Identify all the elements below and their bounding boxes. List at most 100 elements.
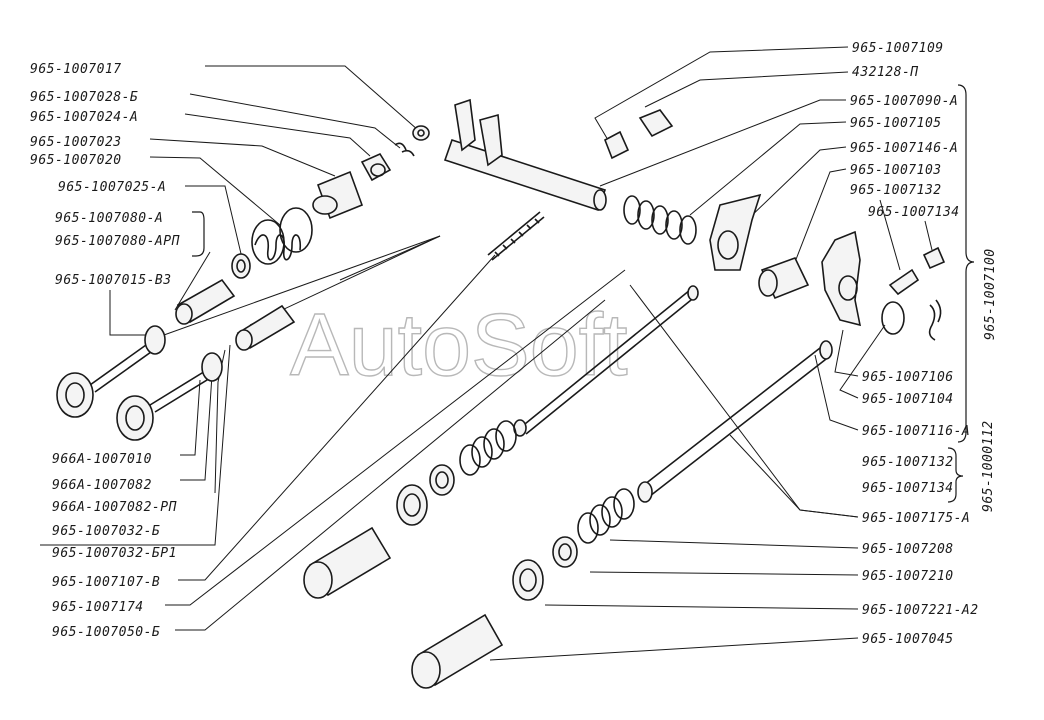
label-965-1007015-v3: 965-1007015-ВЗ: [55, 273, 172, 288]
nut-part: [412, 125, 430, 141]
lower-washer-hole-1: [435, 471, 449, 489]
label-965-1007103: 965-1007103: [850, 163, 942, 178]
label-965-1007105: 965-1007105: [850, 116, 942, 131]
leader-line: [214, 349, 226, 494]
label-965-1007134-top: 965-1007134: [868, 205, 960, 220]
label-965-1007024-a: 965-1007024-А: [30, 110, 138, 125]
valve-guide-end-2: [235, 329, 253, 351]
label-965-1007116-a: 965-1007116-А: [862, 424, 970, 439]
leader-line: [185, 185, 243, 259]
leader-line: [744, 146, 847, 223]
lower-spring-part-1: [459, 420, 517, 476]
label-965-1007028-b: 965-1007028-Б: [30, 90, 138, 105]
brace-965-1000112: [947, 447, 964, 503]
lower-washer-hole-2: [558, 543, 572, 561]
label-965-1007174: 965-1007174: [52, 600, 144, 615]
leader-line: [689, 121, 847, 216]
leader-line: [180, 379, 201, 456]
washer-part: [231, 253, 251, 279]
label-965-1007146-a: 965-1007146-А: [850, 141, 958, 156]
leader-line: [489, 637, 859, 661]
valve-guide-end-1: [175, 303, 193, 325]
rocker-shaft-part: [443, 98, 607, 212]
leader-line: [149, 156, 281, 226]
group-braces: [192, 84, 975, 503]
parts: [56, 98, 946, 689]
valve-part-2: [116, 352, 223, 441]
leader-line: [339, 235, 441, 281]
leader-line: [594, 46, 849, 141]
cotter-part: [394, 142, 415, 157]
spring-clip-part: [928, 299, 942, 341]
label-965-1007175-a: 965-1007175-А: [862, 511, 970, 526]
label-966a-1007082-rp: 966А-1007082-РП: [52, 500, 177, 515]
label-965-1007221-a2: 965-1007221-А2: [862, 603, 979, 618]
leader-line: [924, 220, 933, 251]
brace-1007080: [192, 211, 205, 257]
label-965-1007023: 965-1007023: [30, 135, 122, 150]
label-965-1007132-top: 965-1007132: [850, 183, 942, 198]
leader-line: [729, 434, 859, 518]
label-965-1007090-a: 965-1007090-А: [850, 94, 958, 109]
leader-line: [184, 113, 371, 157]
washer-hole: [236, 259, 246, 273]
leader-line: [589, 571, 859, 576]
leader-line: [174, 251, 211, 311]
lower-spring-part-2: [577, 488, 635, 544]
adjusting-screw-part: [487, 211, 545, 261]
rocker-arm-part-2: [821, 230, 862, 327]
seal-hole-1: [403, 493, 421, 517]
leader-line: [544, 604, 859, 610]
label-965-1007045: 965-1007045: [862, 632, 954, 647]
valve-part-1: [56, 325, 166, 418]
inner-spring-part: [251, 207, 313, 265]
label-965-1007032-b: 965-1007032-Б: [52, 524, 160, 539]
clip-part: [603, 130, 630, 160]
label-965-1007104: 965-1007104: [862, 392, 954, 407]
rocker-arm-bore-1: [717, 230, 739, 260]
adjusting-screw-small-part: [888, 268, 920, 296]
label-965-1007106: 965-1007106: [862, 370, 954, 385]
group-label-965-1007100: 965-1007100: [983, 248, 998, 340]
leader-line: [839, 324, 886, 399]
leader-line: [189, 93, 401, 149]
label-965-1007107-v: 965-1007107-В: [52, 575, 160, 590]
tappet-part-1: [303, 526, 392, 599]
shaft-spring-part: [623, 195, 697, 245]
leader-line: [644, 71, 849, 108]
label-965-1007134-bottom: 965-1007134: [862, 481, 954, 496]
label-966a-1007010: 966А-1007010: [52, 452, 152, 467]
cap-hole: [370, 163, 386, 177]
seal-part-2: [512, 559, 544, 601]
leader-line: [165, 269, 626, 606]
leader-line: [599, 99, 846, 187]
lower-washer-part-1: [429, 464, 455, 496]
label-965-1007025-a: 965-1007025-А: [58, 180, 166, 195]
leader-line: [149, 138, 336, 177]
leader-line: [180, 374, 213, 481]
label-965-1007080-arp: 965-1007080-АРП: [55, 234, 180, 249]
leader-line: [794, 168, 847, 263]
label-965-1007020: 965-1007020: [30, 153, 122, 168]
label-432128-p: 432128-П: [852, 65, 919, 80]
label-966a-1007082: 966А-1007082: [52, 478, 152, 493]
tappet-part-2: [411, 613, 504, 689]
leader-line: [40, 344, 231, 546]
lower-washer-part-2: [552, 536, 578, 568]
label-965-1007080-a: 965-1007080-А: [55, 211, 163, 226]
bushing-end: [312, 195, 338, 215]
label-965-1007109: 965-1007109: [852, 41, 944, 56]
label-965-1007132-bottom: 965-1007132: [862, 455, 954, 470]
rocker-arm-part-1: [709, 193, 762, 271]
push-rod-part-1: [513, 285, 699, 437]
rocker-bushing-end: [758, 269, 778, 297]
label-965-1007032-br1: 965-1007032-БР1: [52, 546, 177, 561]
rocker-arm-bore-2: [838, 275, 858, 301]
leader-line: [149, 235, 441, 341]
left-labels: 965-1007017 965-1007028-Б 965-1007024-А …: [30, 62, 180, 640]
right-labels: 965-1007109 432128-П 965-1007090-А 965-1…: [850, 41, 979, 647]
nut-432128-part: [638, 109, 674, 138]
leader-line: [205, 65, 419, 131]
seal-hole-2: [519, 568, 537, 592]
